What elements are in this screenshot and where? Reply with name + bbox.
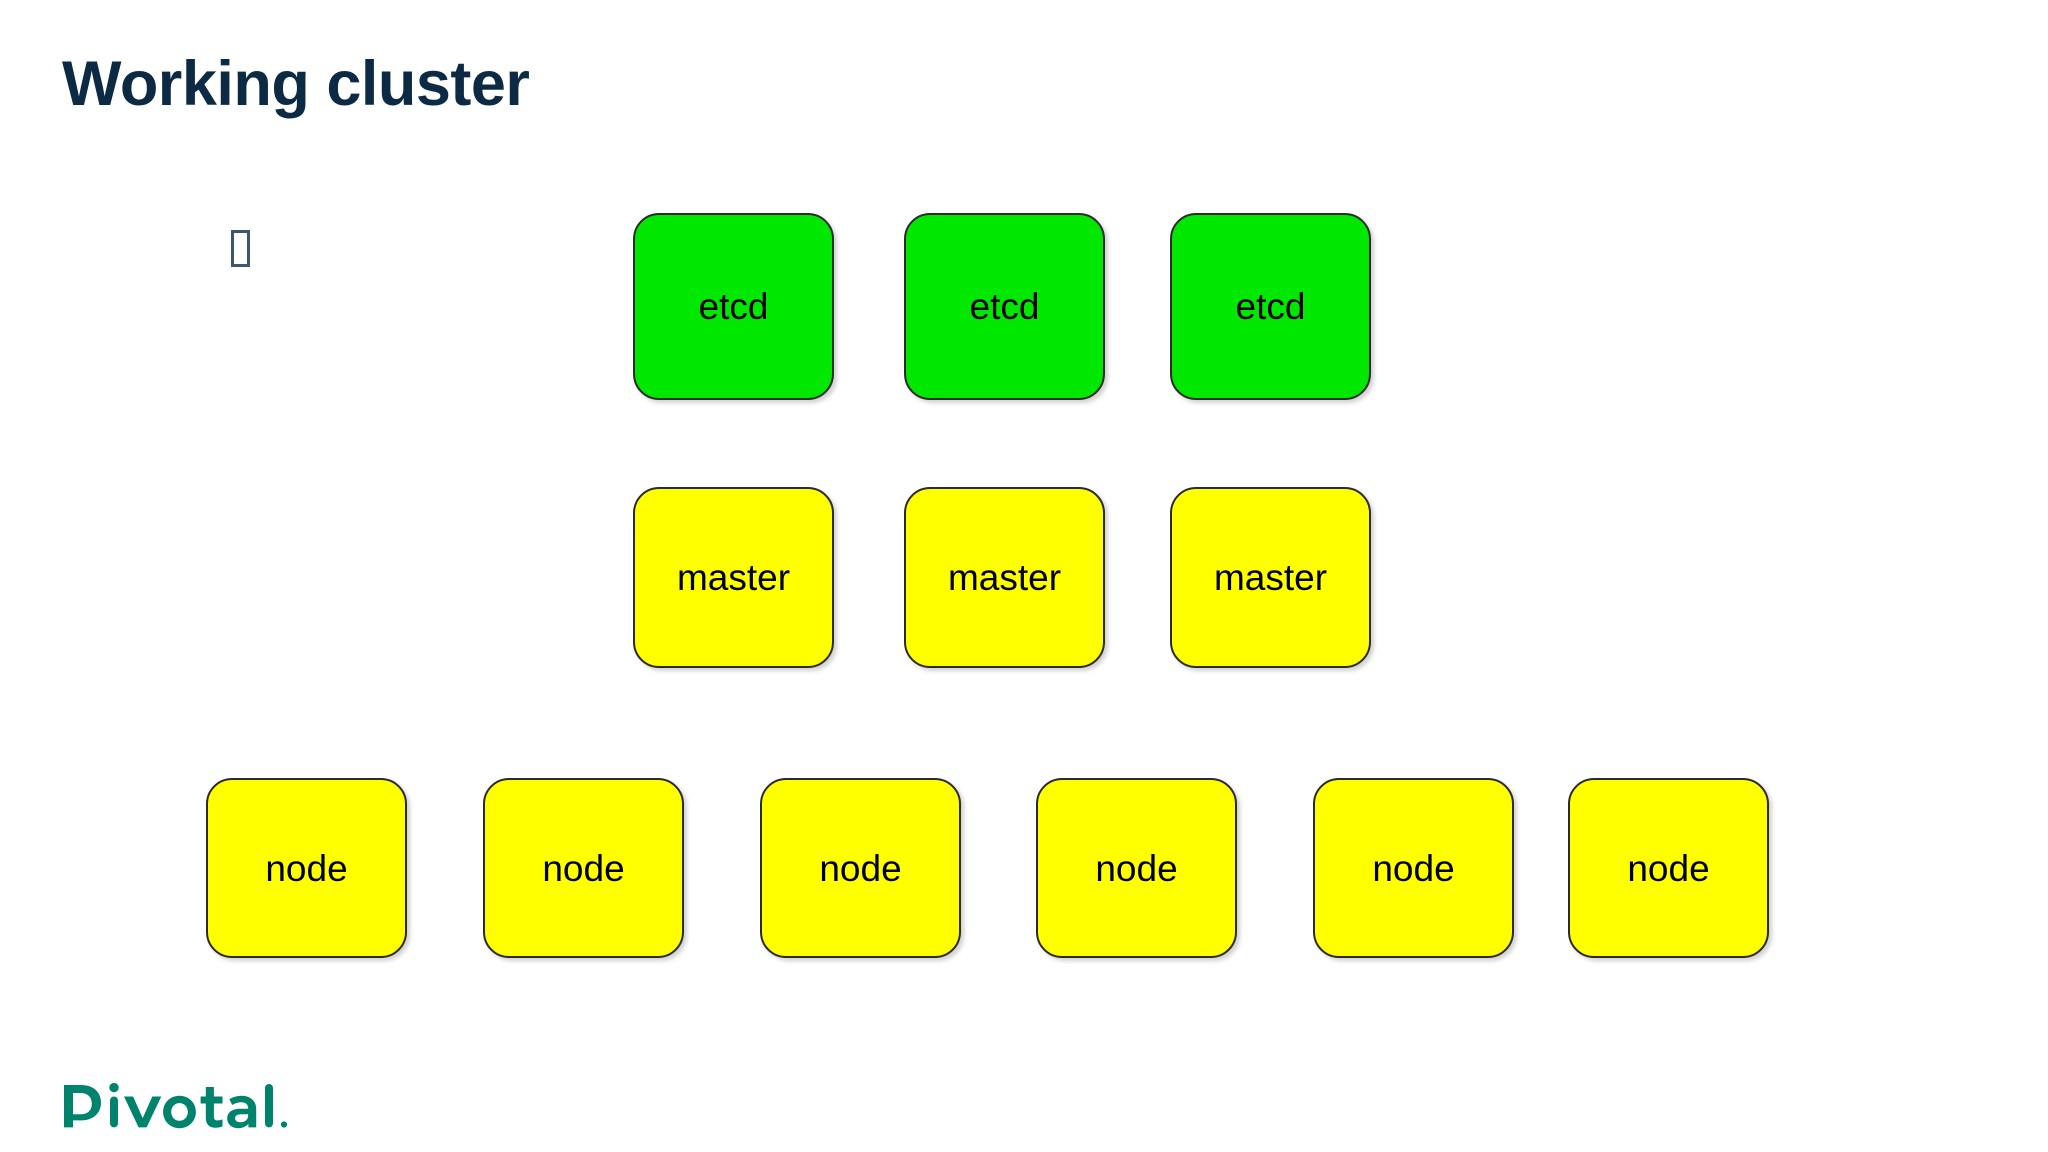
node-box[interactable]: node (206, 778, 407, 958)
node-box[interactable]: node (1568, 778, 1769, 958)
master-box[interactable]: master (1170, 487, 1371, 668)
master-box[interactable]: master (633, 487, 834, 668)
node-box[interactable]: node (1313, 778, 1514, 958)
etcd-box[interactable]: etcd (633, 213, 834, 400)
node-box[interactable]: node (760, 778, 961, 958)
etcd-box[interactable]: etcd (1170, 213, 1371, 400)
node-box[interactable]: node (483, 778, 684, 958)
etcd-box[interactable]: etcd (904, 213, 1105, 400)
pivotal-logo (60, 1083, 298, 1129)
node-box[interactable]: node (1036, 778, 1237, 958)
tofu-missing-glyph-icon (231, 230, 250, 267)
master-box[interactable]: master (904, 487, 1105, 668)
page-title: Working cluster (62, 49, 530, 119)
